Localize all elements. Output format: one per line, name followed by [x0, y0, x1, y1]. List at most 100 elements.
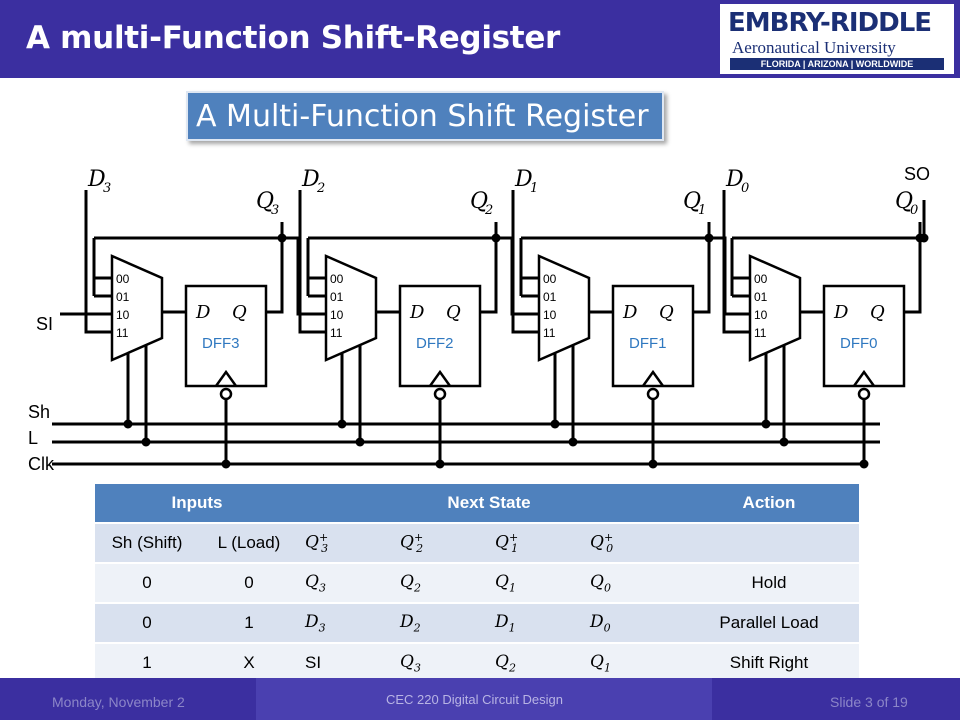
clock-bubble — [857, 387, 871, 401]
mux-input-label: 00 — [116, 272, 130, 286]
hold-feedback-wire — [306, 238, 326, 280]
l-column-header: L (Load) — [199, 523, 299, 564]
junction-dot — [568, 437, 578, 447]
d-input-label: D — [301, 167, 320, 192]
ff-q-label: Q — [659, 302, 674, 323]
table-row: 0 0 Q3 Q2 Q1 Q0 Hold — [95, 563, 859, 604]
mux-input-label: 01 — [754, 290, 768, 304]
shift-wire — [496, 236, 539, 316]
mux-input-label: 01 — [116, 290, 130, 304]
q-output-wire — [266, 222, 284, 314]
mux-input-label: 11 — [543, 326, 556, 340]
d-input-wire — [298, 190, 326, 334]
junction-dot — [221, 459, 231, 469]
junction-dot — [779, 437, 789, 447]
clock-triangle — [852, 369, 876, 387]
logo-wordmark: EMBRY-RIDDLE — [728, 8, 932, 38]
table-row: Sh (Shift) L (Load) Q+3 Q+2 Q+1 Q+0 — [95, 523, 859, 564]
mux-input-label: 00 — [330, 272, 344, 286]
next-state-cell: D2 — [394, 603, 489, 644]
subtitle-banner: A Multi-Function Shift Register — [186, 91, 664, 141]
mux-input-label: 10 — [330, 308, 344, 322]
flipflop-3 — [822, 284, 906, 388]
footer-bar: Monday, November 2 CEC 220 Digital Circu… — [0, 678, 960, 720]
junction-dot — [123, 419, 133, 429]
next-state-cell: Q+1 — [489, 523, 584, 564]
clock-bubble — [219, 387, 233, 401]
clock-triangle — [641, 369, 665, 387]
footer-date: Monday, November 2 — [52, 694, 185, 710]
next-state-cell: Q3 — [299, 563, 394, 604]
q-output-wire — [693, 222, 711, 314]
subtitle-text: A Multi-Function Shift Register — [196, 99, 649, 134]
shift-wire — [282, 236, 326, 316]
ff-name-label: DFF1 — [629, 335, 667, 352]
next-state-cell: Q3 — [394, 643, 489, 684]
university-logo: EMBRY-RIDDLE Aeronautical University FLO… — [720, 4, 954, 74]
next-state-cell: D3 — [299, 603, 394, 644]
flipflop-1 — [398, 284, 482, 388]
action-cell: Hold — [679, 563, 859, 604]
mux-1 — [324, 254, 378, 362]
junction-dot — [141, 437, 151, 447]
d-input-wire — [84, 190, 112, 334]
d-input-subscript: 1 — [530, 181, 538, 196]
junction-dot — [859, 459, 869, 469]
mux-input-label: 01 — [543, 290, 557, 304]
next-state-cell: Q+3 — [299, 523, 394, 564]
table-row: 0 1 D3 D2 D1 D0 Parallel Load — [95, 603, 859, 644]
q-output-wire — [904, 222, 922, 314]
mux-input-label: 11 — [116, 326, 129, 340]
mux-input-label: 00 — [543, 272, 557, 286]
d-input-label: D — [87, 167, 106, 192]
next-state-cell: Q+0 — [584, 523, 679, 564]
clk-label: Clk — [28, 454, 55, 474]
next-state-cell: Q2 — [489, 643, 584, 684]
clock-bubble — [646, 387, 660, 401]
sh-label: Sh — [28, 402, 50, 422]
mux-input-label: 10 — [543, 308, 557, 322]
mux-input-label: 01 — [330, 290, 344, 304]
mux-input-label: 10 — [116, 308, 130, 322]
clock-triangle — [428, 369, 452, 387]
action-cell: Shift Right — [679, 643, 859, 684]
d-input-subscript: 3 — [103, 181, 111, 196]
d-input-subscript: 0 — [741, 181, 749, 196]
junction-dot — [550, 419, 560, 429]
mux-input-label: 10 — [754, 308, 768, 322]
ff-d-label: D — [409, 302, 425, 323]
d-input-subscript: 2 — [316, 181, 325, 196]
ff-d-label: D — [195, 302, 211, 323]
sh-column-header: Sh (Shift) — [95, 523, 199, 564]
sh-cell: 0 — [95, 603, 199, 644]
l-cell: 0 — [199, 563, 299, 604]
shift-wire — [709, 236, 750, 316]
ff-d-label: D — [622, 302, 638, 323]
action-header: Action — [679, 484, 859, 524]
q-output-subscript: 0 — [910, 203, 918, 218]
junction-dot — [491, 233, 501, 243]
q-output-wire — [480, 222, 498, 314]
q-output-subscript: 1 — [698, 203, 706, 218]
ff-name-label: DFF2 — [416, 335, 454, 352]
junction-dot — [277, 233, 287, 243]
next-state-cell: Q2 — [394, 563, 489, 604]
mux-3 — [748, 254, 802, 362]
logo-campuses: FLORIDA | ARIZONA | WORLDWIDE — [730, 58, 944, 70]
clock-bubble — [433, 387, 447, 401]
junction-dot — [919, 233, 929, 243]
q-output-subscript: 2 — [484, 203, 493, 218]
mux-input-label: 11 — [754, 326, 767, 340]
sh-cell: 0 — [95, 563, 199, 604]
next-state-cell: D0 — [584, 603, 679, 644]
flipflop-2 — [611, 284, 695, 388]
q-output-label: Q — [470, 189, 488, 214]
q-output-subscript: 3 — [271, 203, 279, 218]
next-state-cell: Q+2 — [394, 523, 489, 564]
mux-input-label: 11 — [330, 326, 343, 340]
slide-title: A multi-Function Shift-Register — [26, 20, 561, 56]
junction-dot — [648, 459, 658, 469]
next-state-cell: Q0 — [584, 563, 679, 604]
ff-q-label: Q — [870, 302, 885, 323]
wires — [52, 190, 926, 466]
